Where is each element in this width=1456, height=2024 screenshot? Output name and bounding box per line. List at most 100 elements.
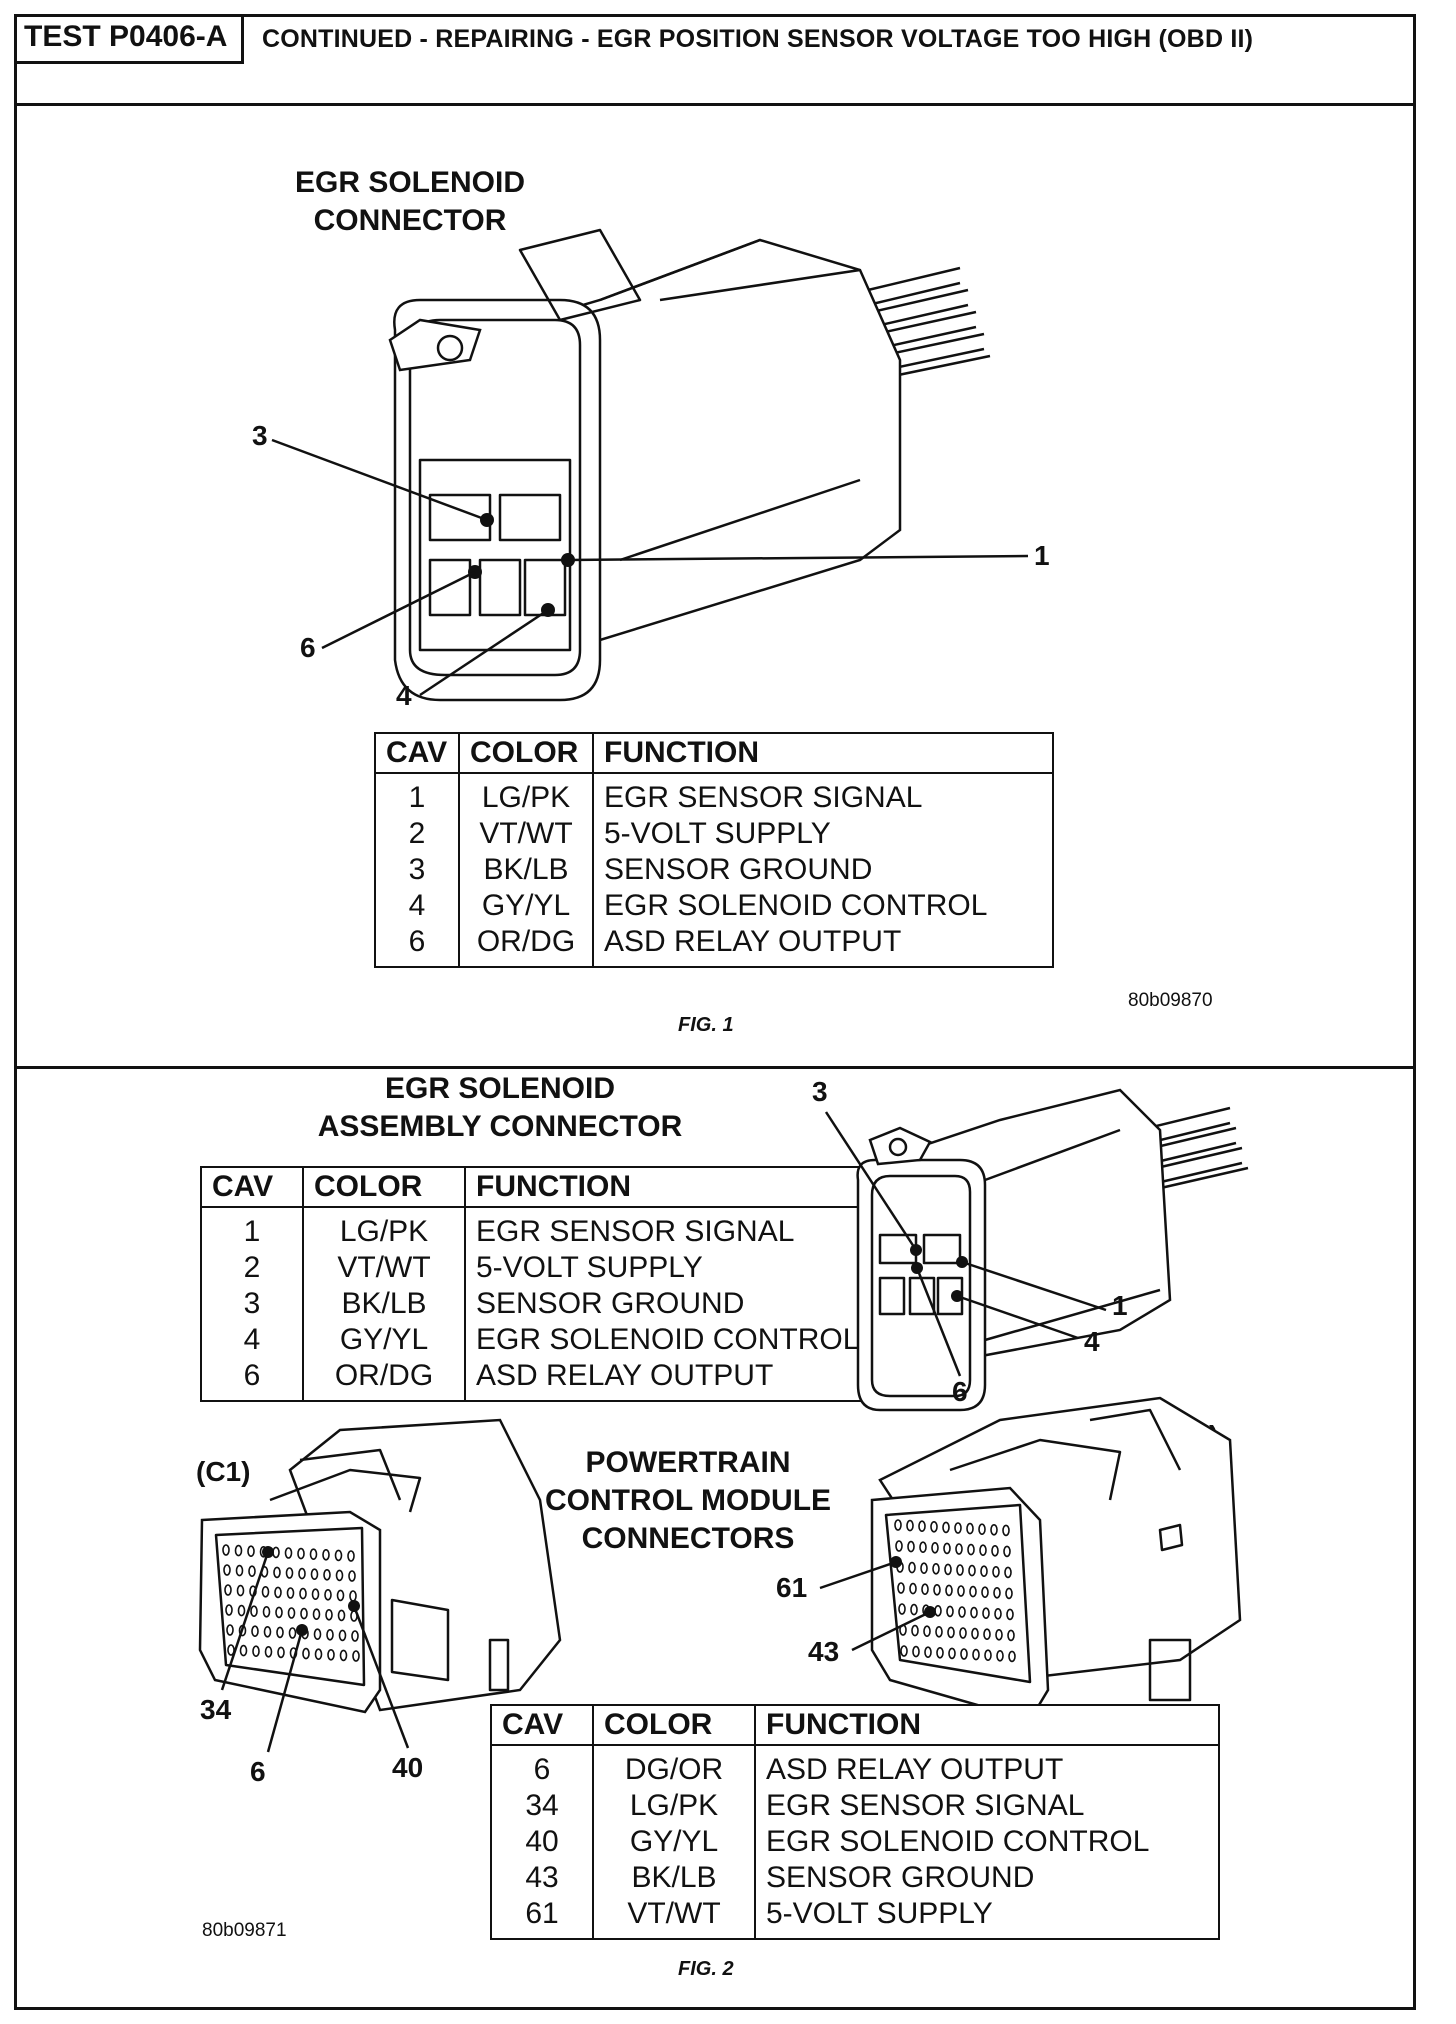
cavity-pin (339, 1649, 348, 1662)
cavity-pin (277, 1646, 285, 1659)
pcm-c2-callout-43: 43 (808, 1636, 840, 1667)
cavity-pin (958, 1606, 966, 1618)
cell-color: VT/WT (592, 1896, 756, 1940)
cavity-pin (273, 1566, 281, 1579)
cavity-pin (324, 1589, 332, 1601)
table-row: 3 BK/LB SENSOR GROUND (374, 852, 1054, 888)
cavity-pin (275, 1606, 283, 1619)
table-row: 1 LG/PK EGR SENSOR SIGNAL (200, 1207, 930, 1250)
cavity-pin (919, 1541, 927, 1553)
fig1-caption: FIG. 1 (678, 1014, 734, 1036)
cavity-pin (223, 1564, 231, 1576)
pcm-c1-callout-40: 40 (392, 1752, 424, 1783)
cavity-pin (235, 1564, 244, 1577)
cell-function: 5-VOLT SUPPLY (754, 1896, 1220, 1940)
cavity-pin (966, 1522, 974, 1535)
table-row: 4 GY/YL EGR SOLENOID CONTROL (200, 1322, 930, 1358)
cavity-pin (276, 1626, 284, 1639)
fig2-egr-callout-3: 3 (812, 1076, 828, 1107)
cavity-pin (983, 1628, 991, 1640)
cavity-pin (252, 1645, 260, 1657)
cavity-pin (302, 1647, 310, 1660)
cavity-pin (334, 1549, 343, 1562)
col-cav: CAV (490, 1704, 594, 1746)
pcm-c2-pin-field (894, 1519, 1016, 1663)
cavity-pin (921, 1583, 929, 1595)
cavity-pin (336, 1589, 345, 1602)
cavity-pin (909, 1582, 917, 1595)
cavity-pin (327, 1649, 335, 1661)
cell-color: OR/DG (302, 1358, 466, 1402)
table-row: 4 GY/YL EGR SOLENOID CONTROL (374, 888, 1054, 924)
cell-function: 5-VOLT SUPPLY (592, 816, 1054, 852)
col-color: COLOR (592, 1704, 756, 1746)
cavity-pin (943, 1542, 951, 1555)
cavity-pin (351, 1630, 359, 1642)
cavity-pin (323, 1569, 331, 1581)
cavity-pin (1002, 1524, 1010, 1537)
cavity-pin (263, 1626, 272, 1638)
cell-cav: 1 (200, 1207, 304, 1250)
cavity-pin (894, 1519, 902, 1531)
cell-cav: 4 (374, 888, 460, 924)
pcm-c1-callout-6: 6 (250, 1756, 266, 1787)
fig1-leaders (271, 438, 1029, 697)
cavity-pin (225, 1604, 233, 1616)
test-id: TEST P0406-A (14, 14, 244, 64)
cavity-pin (908, 1561, 916, 1574)
cell-cav: 1 (374, 773, 460, 816)
pcm-c2-callout-61: 61 (776, 1572, 808, 1603)
cell-color: GY/YL (592, 1824, 756, 1860)
cell-color: VT/WT (302, 1250, 466, 1286)
fig2-title: EGR SOLENOID ASSEMBLY CONNECTOR (290, 1070, 710, 1146)
fig1-connector-body (388, 228, 902, 702)
cell-color: GY/YL (458, 888, 594, 924)
cavity-pin (932, 1563, 940, 1575)
cavity-pin (348, 1570, 356, 1582)
cavity-pin (898, 1603, 906, 1615)
cavity-pin (1006, 1608, 1014, 1621)
pcm-c1-callout-34: 34 (200, 1694, 232, 1725)
cell-color: DG/OR (592, 1745, 756, 1788)
cavity-pin (299, 1587, 307, 1600)
cavity-pin (272, 1546, 280, 1559)
cavity-pin (959, 1627, 967, 1639)
cavity-pin (981, 1586, 989, 1598)
cavity-pin (322, 1549, 330, 1561)
cavity-pin (972, 1648, 980, 1661)
cavity-pin (969, 1585, 977, 1598)
fig2-title-line1: EGR SOLENOID (384, 1072, 616, 1105)
cavity-pin (325, 1609, 333, 1621)
cell-function: ASD RELAY OUTPUT (592, 924, 1054, 968)
cavity-pin (347, 1550, 355, 1562)
cavity-pin (350, 1610, 358, 1622)
cavity-pin (944, 1563, 952, 1576)
table-row: 6 DG/OR ASD RELAY OUTPUT (490, 1745, 1220, 1788)
fig2-title-line2: ASSEMBLY CONNECTOR (317, 1110, 683, 1143)
cell-color: BK/LB (458, 852, 594, 888)
col-color: COLOR (458, 732, 594, 774)
fig1-title: EGR SOLENOID CONNECTOR (250, 164, 570, 240)
cavity-pin (911, 1624, 919, 1637)
cavity-pin (338, 1629, 347, 1642)
cavity-pin (352, 1650, 360, 1662)
fig1-title-line1: EGR SOLENOID (294, 166, 526, 199)
cavity-pin (945, 1584, 953, 1597)
pcm-title: POWERTRAIN CONTROL MODULE CONNECTORS (528, 1444, 848, 1558)
cavity-pin (289, 1647, 298, 1659)
cavity-pin (947, 1626, 955, 1639)
cavity-pin (301, 1627, 309, 1640)
cavity-pin (990, 1524, 998, 1536)
fig2-egr-leaders (824, 1111, 1107, 1377)
pcm-c1-label: (C1) (196, 1456, 251, 1487)
cavity-pin (297, 1547, 305, 1560)
cell-cav: 40 (490, 1824, 594, 1860)
cavity-pin (912, 1645, 920, 1658)
cell-cav: 3 (200, 1286, 304, 1322)
table-header-row: CAV COLOR FUNCTION (490, 1704, 1220, 1746)
pcm-c1-pin-field (222, 1544, 360, 1662)
cavity-pin (984, 1649, 992, 1661)
cavity-pin (284, 1547, 293, 1559)
cavity-pin (238, 1624, 247, 1637)
